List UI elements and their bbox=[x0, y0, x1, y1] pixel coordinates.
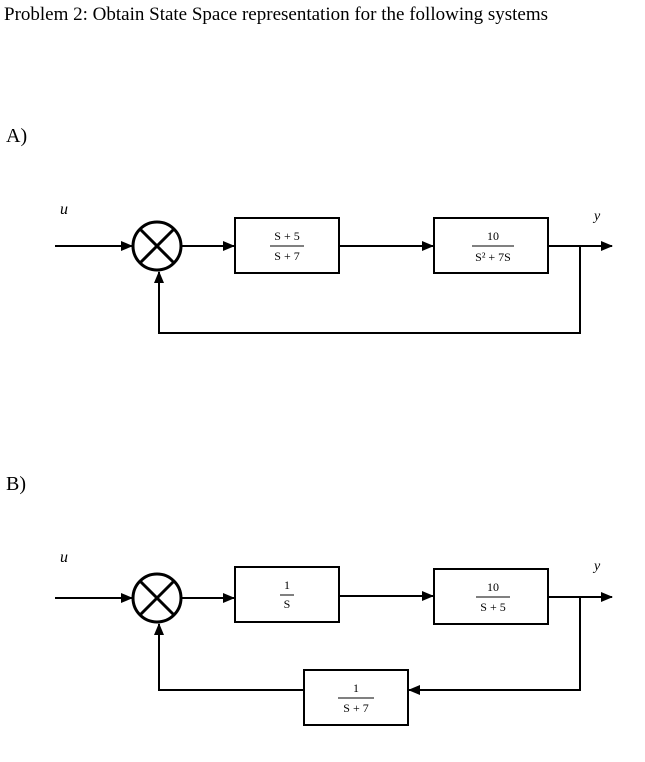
diagram-b-block2: 10 S + 5 bbox=[433, 568, 549, 625]
diagram-b-feedback-denominator: S + 7 bbox=[343, 701, 368, 715]
diagram-b-block1-denominator: S bbox=[284, 597, 291, 611]
diagram-a-block2: 10 S² + 7S bbox=[433, 217, 549, 274]
diagram-b: u y 1 S 10 S + 5 bbox=[55, 549, 613, 726]
problem-title: Problem 2: Obtain State Space representa… bbox=[4, 4, 549, 25]
diagram-a-block1-numerator: S + 5 bbox=[274, 229, 299, 243]
diagram-b-block2-numerator: 10 bbox=[487, 580, 499, 594]
diagram-b-block2-denominator: S + 5 bbox=[480, 600, 505, 614]
diagram-a-block2-numerator: 10 bbox=[487, 229, 499, 243]
diagram-b-feedback-block: 1 S + 7 bbox=[303, 669, 409, 726]
diagram-b-block1: 1 S bbox=[234, 566, 340, 623]
diagram-a-block2-denominator: S² + 7S bbox=[475, 250, 511, 264]
diagram-a-feedback-path bbox=[154, 246, 581, 334]
diagram-a-block1-denominator: S + 7 bbox=[274, 249, 299, 263]
diagram-b-feedback-to-junction bbox=[154, 623, 304, 691]
diagram-a-input-label: u bbox=[60, 201, 68, 218]
diagram-b-block1-numerator: 1 bbox=[284, 578, 290, 592]
diagram-b-summing-junction bbox=[131, 572, 183, 624]
diagram-b-input-label: u bbox=[60, 549, 68, 566]
diagram-a-block1: S + 5 S + 7 bbox=[234, 217, 340, 274]
diagram-a-output-label: y bbox=[592, 209, 601, 224]
diagram-a: u y S + 5 S + 7 10 S² + 7S bbox=[55, 201, 613, 334]
diagram-a-summing-junction bbox=[131, 220, 183, 272]
diagram-b-output-label: y bbox=[592, 559, 601, 574]
diagram-b-feedback-numerator: 1 bbox=[353, 681, 359, 695]
part-a-label: A) bbox=[6, 125, 28, 147]
diagram-b-feedback-to-block bbox=[408, 597, 581, 695]
part-b-label: B) bbox=[6, 473, 26, 495]
